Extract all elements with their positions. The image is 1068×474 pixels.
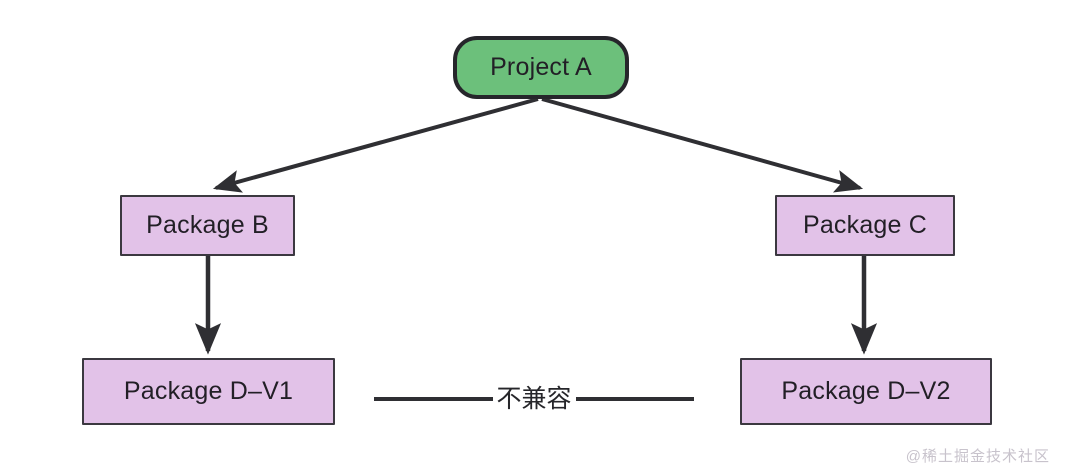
node-package-b-label: Package B: [146, 211, 269, 239]
node-package-d-v2-label: Package D–V2: [781, 377, 951, 405]
node-package-c-label: Package C: [802, 211, 928, 239]
connector-line-right: [575, 397, 695, 401]
connector-line-left: [374, 397, 493, 401]
edge-project-a-to-package-b: [212, 97, 539, 193]
incompatible-connector: 不兼容: [374, 380, 695, 418]
node-project-a[interactable]: Project A: [453, 36, 629, 99]
node-package-c[interactable]: Package C: [775, 195, 955, 256]
watermark: @稀土掘金技术社区: [905, 448, 1050, 465]
node-package-d-v2[interactable]: Package D–V2: [740, 358, 992, 425]
node-package-d-v1[interactable]: Package D–V1: [82, 358, 335, 425]
node-project-a-label: Project A: [490, 53, 592, 81]
incompatible-label: 不兼容: [496, 384, 572, 413]
node-package-b[interactable]: Package B: [120, 195, 295, 256]
edge-project-a-to-package-c: [541, 97, 864, 193]
node-package-d-v1-label: Package D–V1: [123, 377, 294, 405]
